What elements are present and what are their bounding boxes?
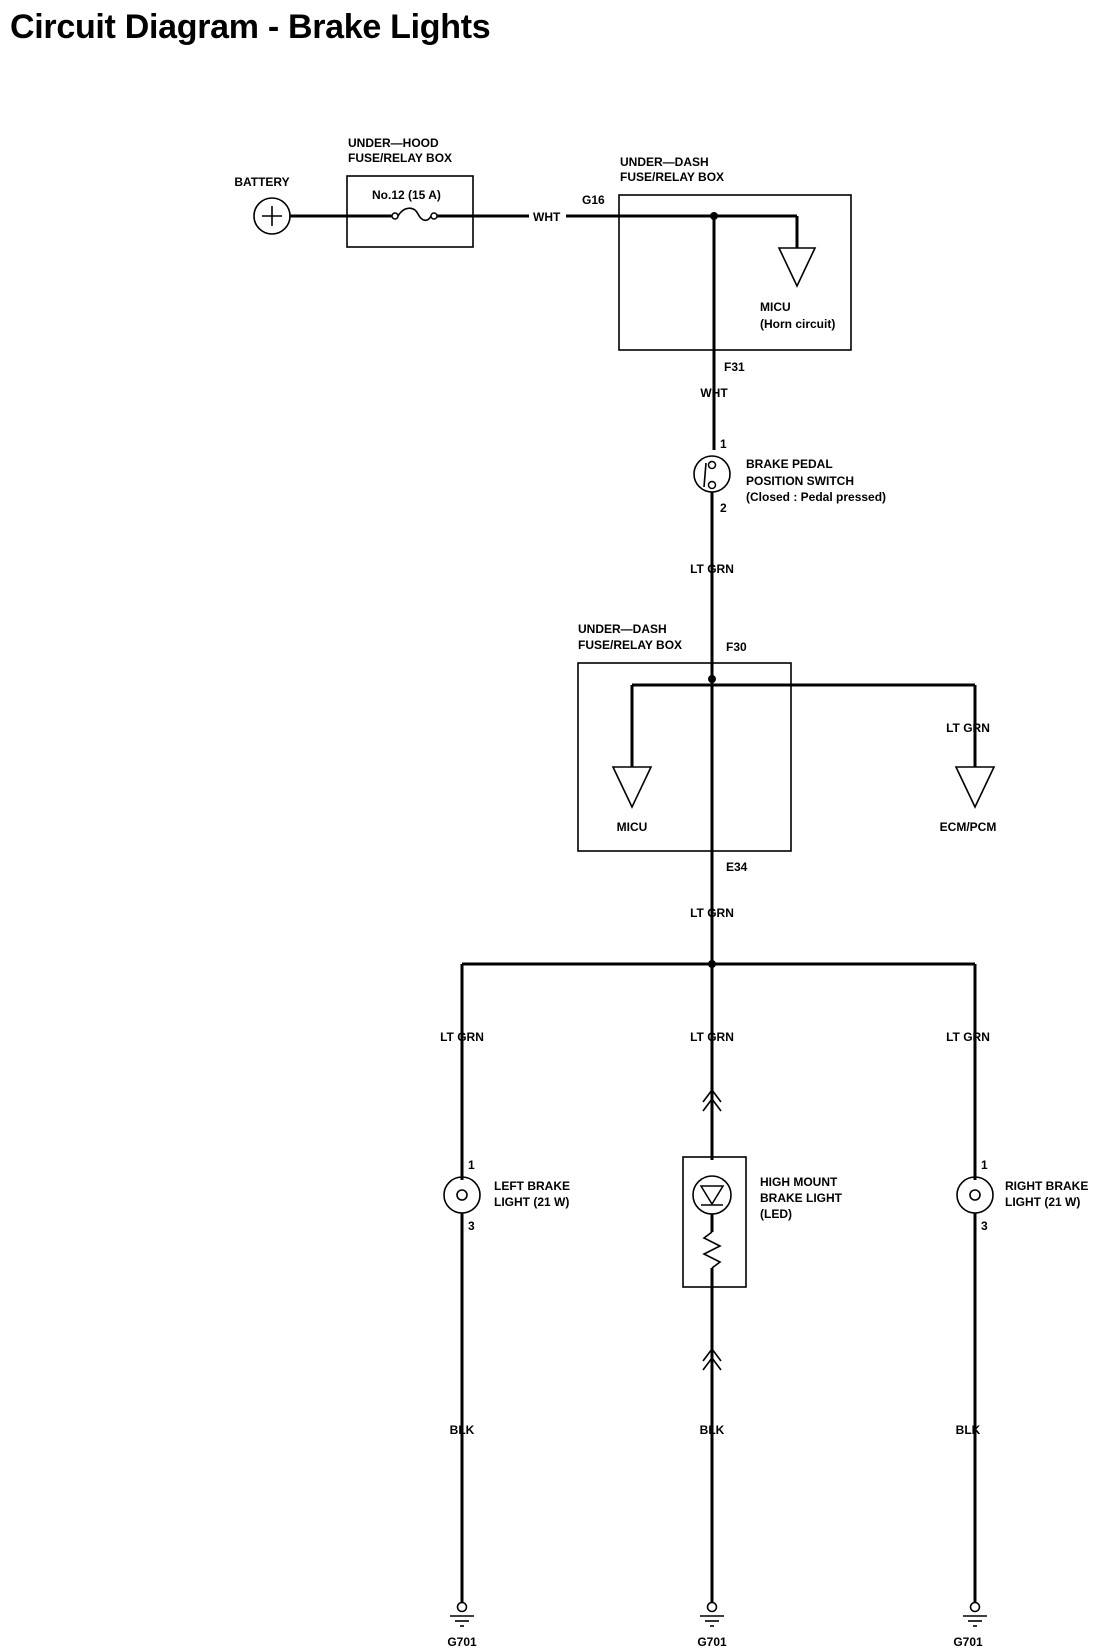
wire-label-blk-right: BLK (956, 1423, 981, 1437)
micu-label: MICU (617, 820, 648, 834)
right-pin-1: 1 (981, 1158, 988, 1172)
underdash-mid-box (577, 662, 792, 852)
underhood-fuse-box (346, 175, 474, 248)
switch-label-2: POSITION SWITCH (746, 474, 854, 488)
micu-horn-label: MICU (760, 300, 791, 314)
ground-label-right: G701 (953, 1635, 983, 1649)
bulb-icon (956, 1176, 994, 1214)
ground-icon (450, 1601, 474, 1627)
left-pin-1: 1 (468, 1158, 475, 1172)
ground-label-center: G701 (697, 1635, 727, 1649)
bulb-icon (443, 1176, 481, 1214)
ground-arrow-icon (611, 766, 653, 809)
ground-icon (700, 1601, 724, 1627)
underdash-top-title-1: UNDER—DASH (620, 155, 709, 169)
right-light-label-1: RIGHT BRAKE (1005, 1179, 1088, 1193)
terminal-f30: F30 (726, 640, 747, 654)
battery-label: BATTERY (234, 175, 289, 189)
ecm-label: ECM/PCM (940, 820, 997, 834)
terminal-g16: G16 (582, 193, 605, 207)
wire-label-wht-1: WHT (533, 210, 561, 224)
high-mount-label-1: HIGH MOUNT (760, 1175, 838, 1189)
micu-horn-note: (Horn circuit) (760, 317, 835, 331)
splice-point-mid (708, 675, 716, 683)
right-light-label-2: LIGHT (21 W) (1005, 1195, 1080, 1209)
switch-label-3: (Closed : Pedal pressed) (746, 490, 886, 504)
switch-label-1: BRAKE PEDAL (746, 457, 833, 471)
wire-label-wht-2: WHT (700, 386, 728, 400)
ground-arrow-icon (954, 766, 996, 809)
terminal-f31: F31 (724, 360, 745, 374)
wire-label-blk-center: BLK (700, 1423, 725, 1437)
fuse-icon (370, 207, 473, 222)
connector-icon (702, 1347, 722, 1371)
resistor-icon (702, 1231, 722, 1269)
ground-arrow-icon (777, 247, 817, 288)
wire-label-ltgrn-switch: LT GRN (690, 562, 734, 576)
battery-icon (253, 197, 291, 235)
underhood-title-2: FUSE/RELAY BOX (348, 151, 452, 165)
terminal-e34: E34 (726, 860, 748, 874)
high-mount-label-3: (LED) (760, 1207, 792, 1221)
right-pin-3: 3 (981, 1219, 988, 1233)
wire-label-ltgrn-right: LT GRN (946, 1030, 990, 1044)
left-light-label-1: LEFT BRAKE (494, 1179, 570, 1193)
underhood-title-1: UNDER—HOOD (348, 136, 439, 150)
underdash-top-box (618, 194, 852, 351)
underdash-top-title-2: FUSE/RELAY BOX (620, 170, 724, 184)
high-mount-box (682, 1156, 747, 1288)
switch-pin-1: 1 (720, 437, 727, 451)
underdash-mid-title-1: UNDER—DASH (578, 622, 667, 636)
underdash-mid-title-2: FUSE/RELAY BOX (578, 638, 682, 652)
page-title: Circuit Diagram - Brake Lights (10, 8, 491, 46)
wire-label-ltgrn-left: LT GRN (440, 1030, 484, 1044)
high-mount-label-2: BRAKE LIGHT (760, 1191, 843, 1205)
ground-label-left: G701 (447, 1635, 477, 1649)
wire-label-ltgrn-ecm: LT GRN (946, 721, 990, 735)
left-light-label-2: LIGHT (21 W) (494, 1195, 569, 1209)
fuse-label: No.12 (15 A) (372, 188, 441, 202)
ground-icon (963, 1601, 987, 1627)
wire-label-blk-left: BLK (450, 1423, 475, 1437)
led-icon (692, 1175, 732, 1215)
switch-pin-2: 2 (720, 501, 727, 515)
connector-icon (702, 1088, 722, 1112)
switch-icon (693, 455, 731, 493)
wire-label-ltgrn-center: LT GRN (690, 1030, 734, 1044)
left-pin-3: 3 (468, 1219, 475, 1233)
wire-label-ltgrn-trunk: LT GRN (690, 906, 734, 920)
